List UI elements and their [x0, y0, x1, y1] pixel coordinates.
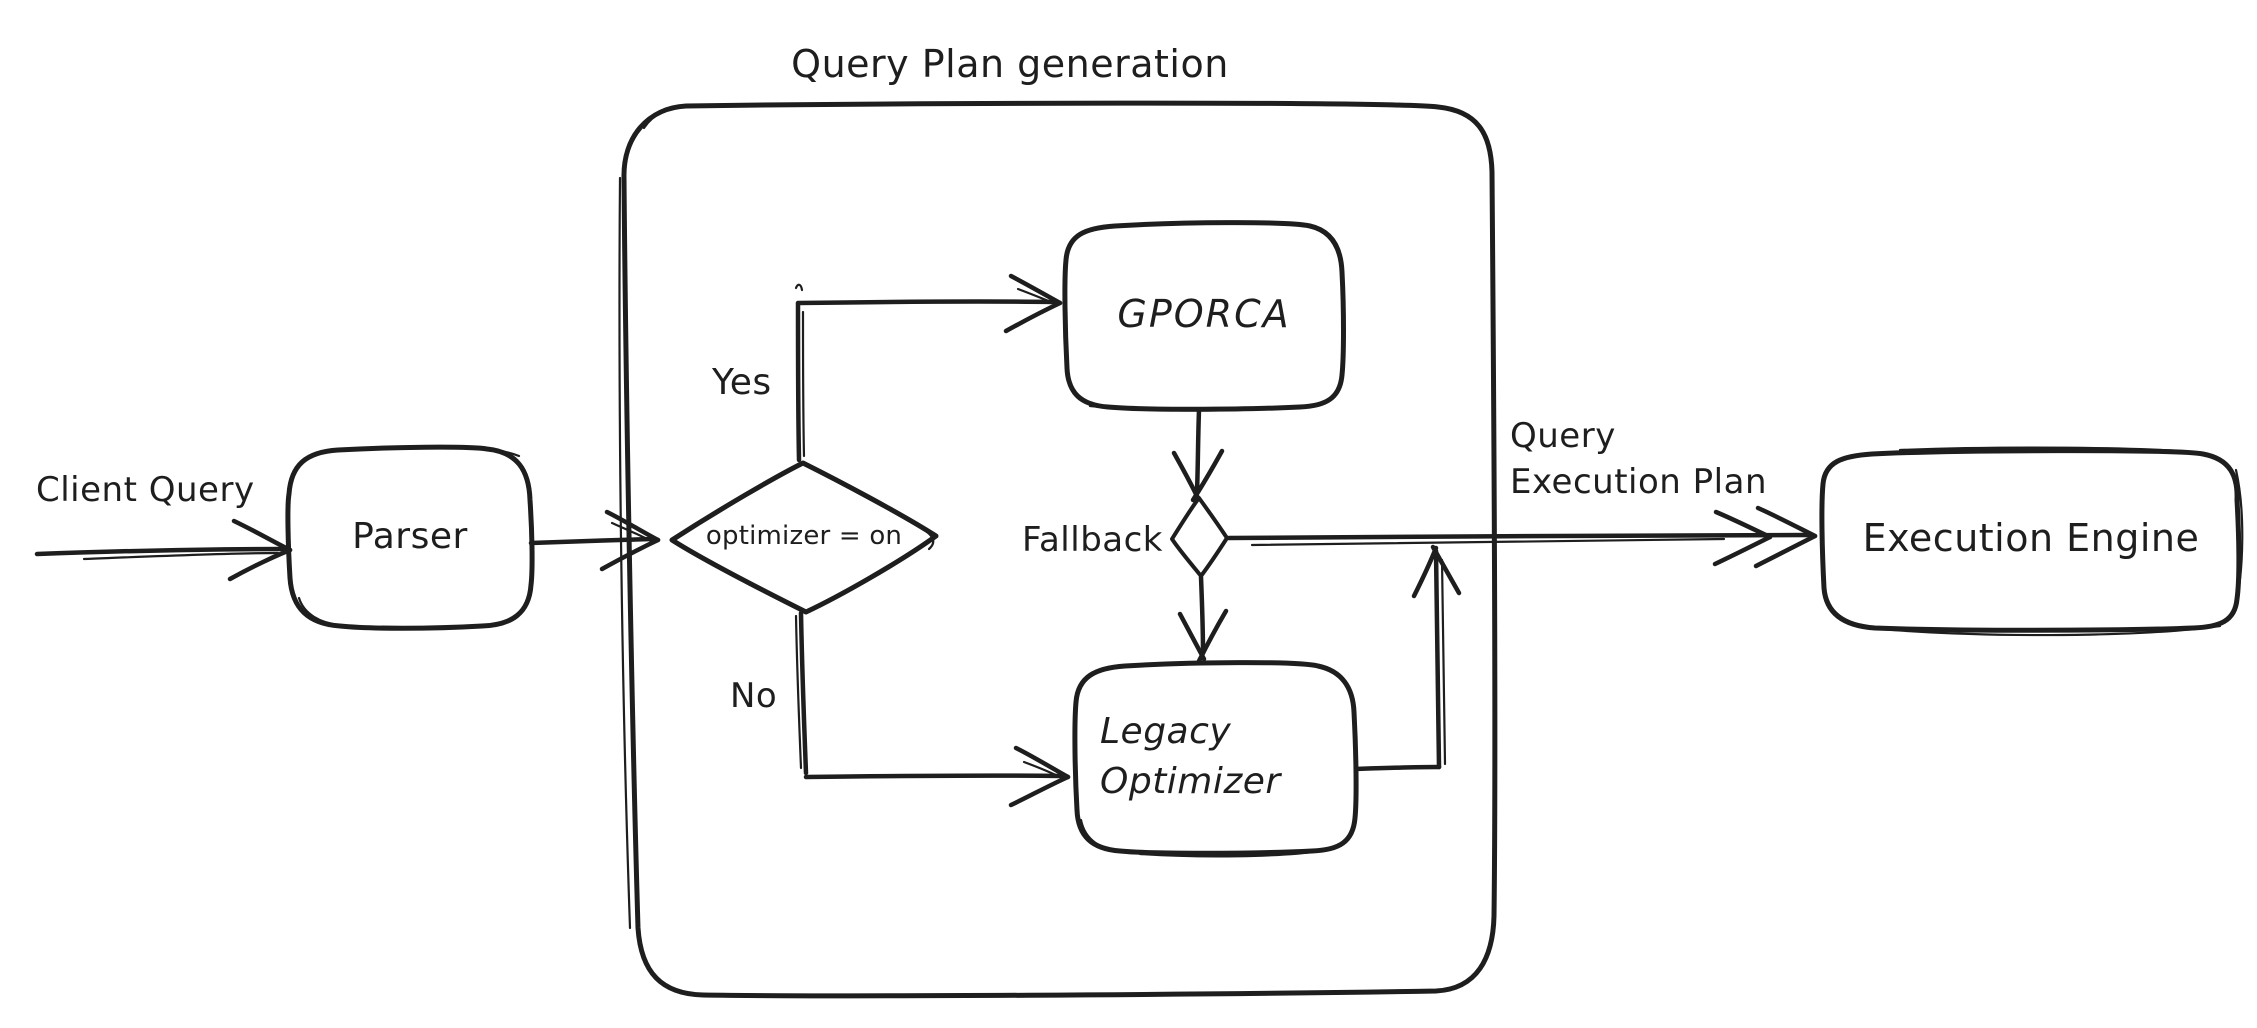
gporca-node-label: GPORCA	[1117, 292, 1291, 337]
parser-node-label: Parser	[352, 515, 468, 557]
optimizer-condition-diamond	[669, 460, 939, 615]
edge-fallback-to-legacy	[1177, 574, 1229, 664]
query-plan-group-box	[618, 100, 1498, 999]
legacy-optimizer-node-label: Legacy Optimizer	[1100, 710, 1281, 802]
parser-box	[285, 444, 535, 631]
fallback-label: Fallback	[1022, 520, 1163, 560]
edge-legacy-loopback	[1353, 544, 1462, 772]
edge-yes-branch	[794, 273, 1063, 463]
edge-gporca-to-fallback	[1171, 407, 1225, 503]
yes-branch-label: Yes	[712, 362, 772, 403]
edge-client-query-arrow	[34, 518, 293, 582]
execution-engine-node-label: Execution Engine	[1862, 516, 2200, 561]
query-execution-plan-label: Query Execution Plan	[1510, 416, 1767, 502]
optimizer-condition-label: optimizer = on	[705, 521, 903, 552]
fallback-diamond	[1170, 496, 1229, 578]
client-query-label: Client Query	[36, 470, 255, 510]
legacy-optimizer-box	[1072, 660, 1359, 858]
edge-output-to-engine	[1226, 505, 1818, 569]
edge-no-branch	[794, 610, 1071, 808]
execution-engine-box	[1819, 446, 2244, 637]
group-title: Query Plan generation	[791, 42, 1229, 86]
edge-parser-to-condition	[528, 509, 661, 572]
no-branch-label: No	[730, 676, 778, 716]
